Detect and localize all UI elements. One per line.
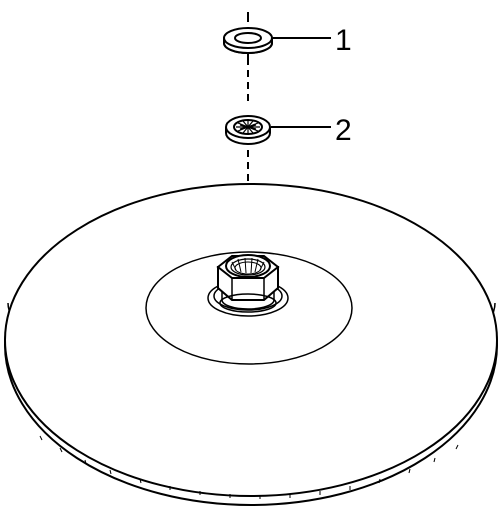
flat-washer-part <box>223 27 273 54</box>
callout-leaders <box>271 37 331 128</box>
callout-number-1: 1 <box>335 24 352 57</box>
filter-washer-part <box>225 115 271 145</box>
shower-head-disc <box>4 183 498 506</box>
callout-number-2: 2 <box>335 114 352 147</box>
threaded-connector <box>216 254 280 313</box>
